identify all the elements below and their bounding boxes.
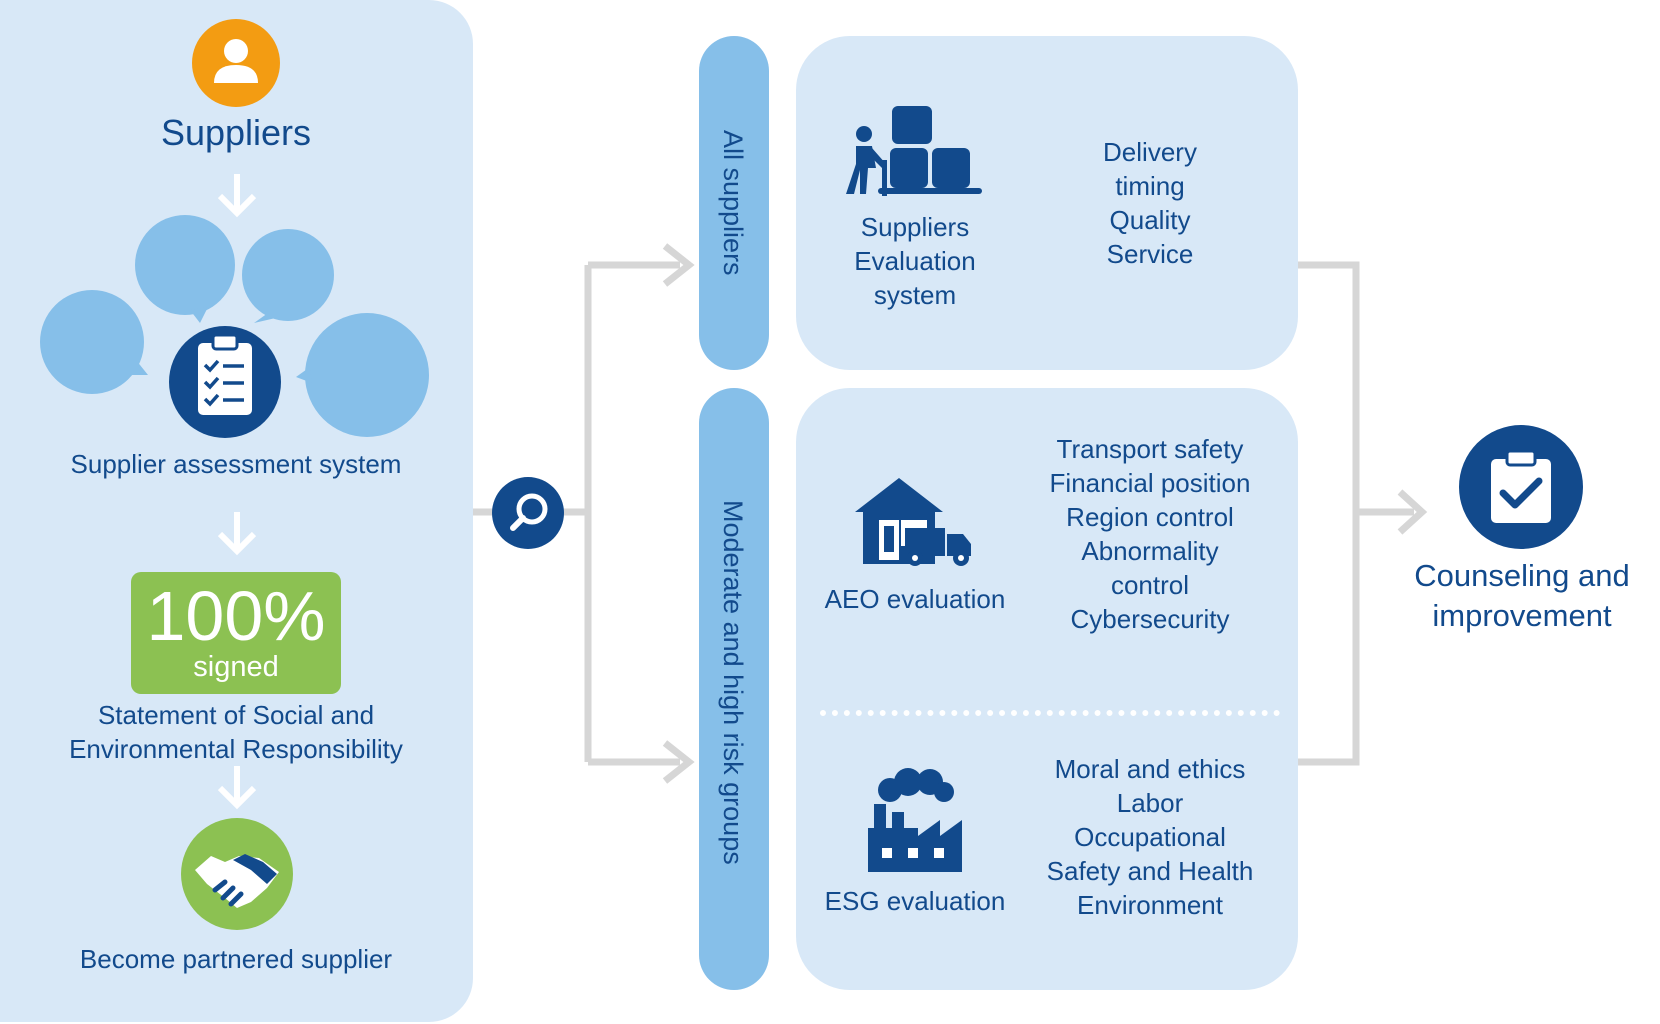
criterion-item: Delivery [1103,137,1197,167]
handshake-icon [181,818,293,930]
statement-line: Statement of Social and [97,700,375,730]
speech-bubbles-icon [40,215,440,450]
evaluation-system-label: Suppliers Evaluation system [820,210,1010,312]
criterion-item: Moral and ethics [1054,754,1246,784]
arrow-down-icon [214,172,260,223]
criterion-item: Financial position [1049,468,1251,498]
person-icon [192,19,280,107]
evaluation-system-line: Evaluation [854,246,976,276]
criterion-item: Abnormality [1081,536,1219,566]
badge-signed: signed [193,651,279,683]
risk-groups-label: Moderate and high risk groups [718,500,748,865]
factory-icon [868,768,962,877]
arrow-down-icon [214,764,260,815]
search-icon [492,477,564,549]
risk-evaluation-box [796,388,1298,990]
criterion-item: Service [1106,239,1194,269]
criterion-item: Occupational [1074,822,1226,852]
dotted-divider [820,710,1280,716]
all-suppliers-label: All suppliers [718,130,748,276]
outcome-line: Counseling and [1414,558,1630,593]
pallet-worker-icon [842,104,984,205]
aeo-criteria: Transport safety Financial position Regi… [1030,432,1270,636]
aeo-label: AEO evaluation [824,584,1006,614]
esg-label: ESG evaluation [824,886,1006,916]
evaluation-box [796,36,1298,370]
suppliers-label: Suppliers [160,112,312,153]
criterion-item: Labor [1116,788,1184,818]
criterion-item: control [1110,570,1190,600]
statement-line: Environmental Responsibility [69,734,403,764]
evaluation-system-line: Suppliers [860,212,970,242]
criterion-item: Region control [1066,502,1234,532]
esg-criteria: Moral and ethics Labor Occupational Safe… [1030,752,1270,922]
arrow-down-icon [214,510,260,561]
criterion-item: Safety and Health [1046,856,1254,886]
criterion-item: Environment [1077,890,1223,920]
risk-groups-bar [699,388,769,990]
statement-label: Statement of Social and Environmental Re… [20,698,452,766]
signed-badge: 100% signed [131,572,341,694]
partner-label: Become partnered supplier [79,944,393,974]
evaluation-system-line: system [873,280,957,310]
outcome-label: Counseling and improvement [1400,556,1644,636]
criterion-item: Transport safety [1056,434,1244,464]
outcome-line: improvement [1432,598,1612,633]
clipboard-check-icon [1459,425,1583,549]
criterion-item: Cybersecurity [1070,604,1230,634]
all-suppliers-bar [699,36,769,370]
criterion-item: Quality [1109,205,1191,235]
assessment-label: Supplier assessment system [70,449,402,479]
criterion-item: timing [1115,171,1185,201]
evaluation-criteria: Delivery timing Quality Service [1030,135,1270,271]
badge-percent: 100% [146,577,326,655]
warehouse-truck-icon [853,476,975,573]
